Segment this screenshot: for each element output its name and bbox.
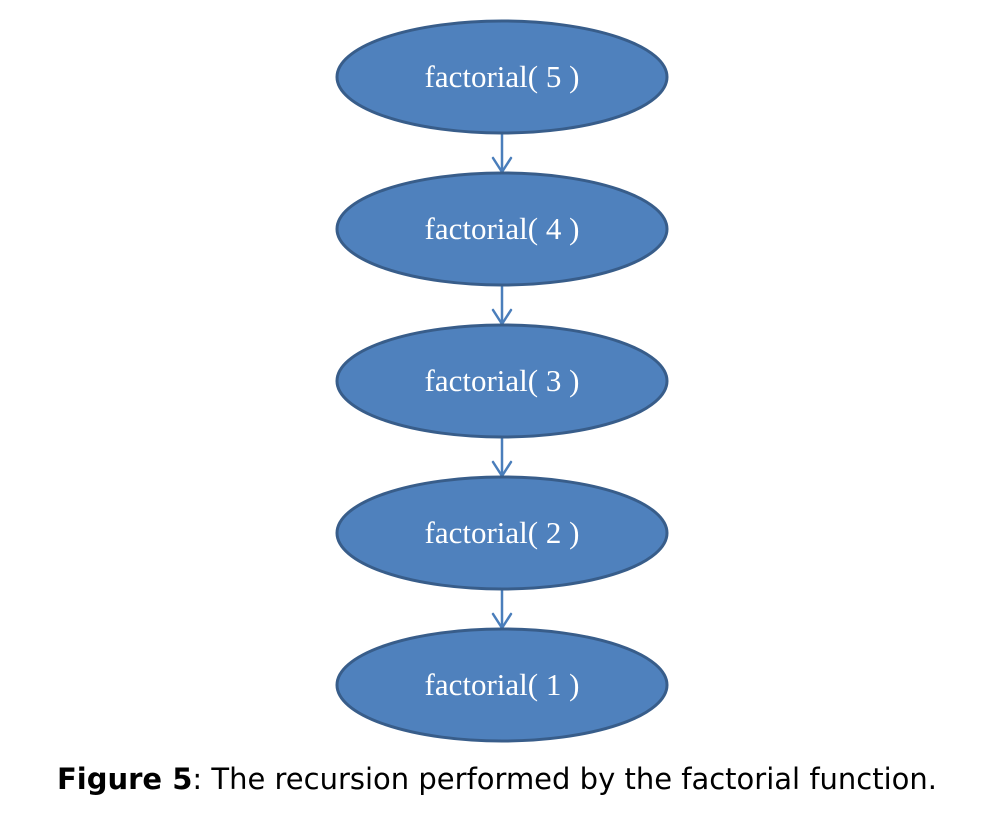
node-factorial-4: factorial( 4 ) — [335, 171, 669, 287]
node-label: factorial( 4 ) — [425, 211, 580, 246]
caption-text: : The recursion performed by the factori… — [192, 762, 938, 796]
node-ellipse — [335, 627, 669, 743]
arrow-1 — [491, 286, 513, 327]
node-label: factorial( 3 ) — [425, 363, 580, 398]
node-factorial-5: factorial( 5 ) — [335, 19, 669, 135]
nodes-layer: factorial( 5 ) factorial( 4 ) factorial( 3… — [335, 19, 669, 743]
arrow-2 — [491, 438, 513, 479]
arrow-3 — [491, 590, 513, 631]
node-ellipse — [335, 171, 669, 287]
node-factorial-1: factorial( 1 ) — [335, 627, 669, 743]
caption-label: Figure 5 — [56, 762, 193, 796]
node-label: factorial( 5 ) — [425, 59, 580, 94]
node-factorial-3: factorial( 3 ) — [335, 323, 669, 439]
node-ellipse — [335, 19, 669, 135]
recursion-diagram: factorial( 5 ) factorial( 4 ) factorial( 3… — [335, 19, 669, 743]
figure-caption: Figure 5: The recursion performed by the… — [0, 762, 994, 796]
node-factorial-2: factorial( 2 ) — [335, 475, 669, 591]
node-label: factorial( 1 ) — [425, 667, 580, 702]
node-ellipse — [335, 323, 669, 439]
arrow-0 — [491, 134, 513, 175]
node-ellipse — [335, 475, 669, 591]
node-label: factorial( 2 ) — [425, 515, 580, 550]
